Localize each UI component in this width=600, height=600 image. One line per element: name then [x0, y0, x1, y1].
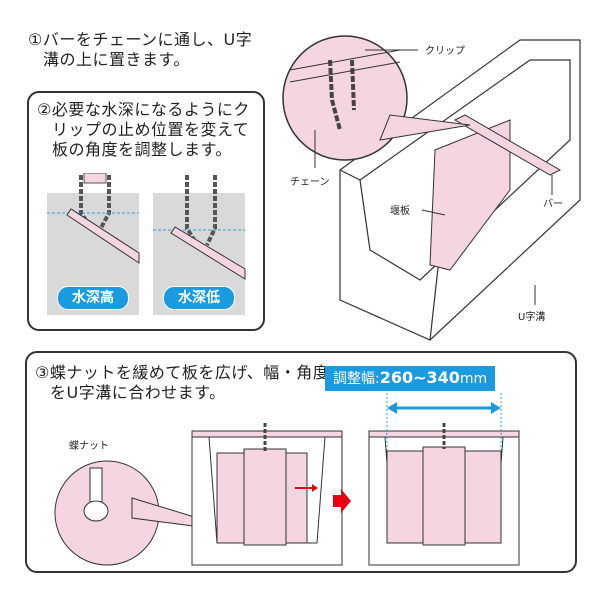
step1-instruction: ①バーをチェーンに通し、U字 溝の上に置きます。: [28, 30, 252, 70]
range-value: 260~340: [379, 368, 460, 387]
illustration-shape: [387, 402, 397, 414]
label-u-ditch: U字溝: [518, 310, 545, 323]
badge-water-depth-high: 水深高: [57, 286, 129, 310]
step3-instruction: ③蝶ナットを緩めて板を広げ、幅・角度 をU字溝に合わせます。: [35, 363, 329, 403]
illustration-shape: [289, 61, 401, 83]
range-label: 調整幅:: [333, 371, 380, 387]
step2-panel: ②必要な水深になるようにク リップの止め位置を変えて 板の角度を調整します。 水…: [27, 91, 265, 331]
step1-line1: ①バーをチェーンに通し、U字: [28, 30, 253, 49]
illustration-shape: [170, 226, 246, 280]
badge-water-depth-low: 水深低: [163, 286, 235, 310]
after-diagram: [368, 393, 520, 566]
label-clip: クリップ: [425, 45, 465, 57]
illustration-shape: [191, 430, 343, 438]
width-adjustment-diagrams: 蝶ナット: [54, 393, 520, 566]
label-chain: チェーン: [290, 176, 330, 188]
illustration-shape: [83, 500, 109, 522]
step2-line2: リップの止め位置を変えて: [52, 120, 250, 139]
range-unit: mm: [459, 371, 488, 387]
illustration-shape: [89, 467, 103, 504]
step1-line2: 溝の上に置きます。: [43, 50, 190, 69]
illustration-shape: [379, 114, 471, 141]
illustration-shape: [83, 173, 107, 184]
label-bar: バー: [543, 198, 563, 210]
illustration-shape: [491, 402, 501, 414]
next-step-arrow: [333, 489, 351, 513]
clip-detail-circle: [282, 35, 408, 161]
label-wingnut: 蝶ナット: [69, 439, 109, 452]
u-ditch-installation-illustration: クリップ チェーン 堰板 バー U字溝: [282, 35, 581, 341]
illustration-shape: [422, 446, 466, 546]
illustration-shape: [421, 209, 446, 216]
water-depth-diagrams: [47, 173, 246, 315]
illustration-shape: [243, 448, 287, 546]
step3-line2: をU字溝に合わせます。: [50, 383, 226, 402]
adjustment-range-badge: 調整幅:260~340mm: [325, 366, 496, 391]
before-diagram: [191, 423, 343, 566]
step3-panel: ③蝶ナットを緩めて板を広げ、幅・角度 をU字溝に合わせます。 調整幅:260~3…: [25, 351, 577, 573]
illustration-shape: [289, 49, 401, 71]
illustration-shape: [66, 208, 140, 264]
weir-board: [429, 119, 511, 271]
illustration-shape: [328, 59, 356, 131]
illustration-shape: [312, 484, 318, 492]
label-board: 堰板: [390, 204, 410, 217]
step2-line1: ②必要な水深になるようにク: [37, 100, 250, 119]
step3-line1: ③蝶ナットを緩めて板を広げ、幅・角度: [35, 363, 330, 382]
bar: [453, 114, 562, 176]
illustration-shape: [339, 169, 361, 181]
step2-line3: 板の角度を調整します。: [52, 140, 232, 159]
step2-instruction: ②必要な水深になるようにク リップの止め位置を変えて 板の角度を調整します。: [37, 100, 250, 160]
